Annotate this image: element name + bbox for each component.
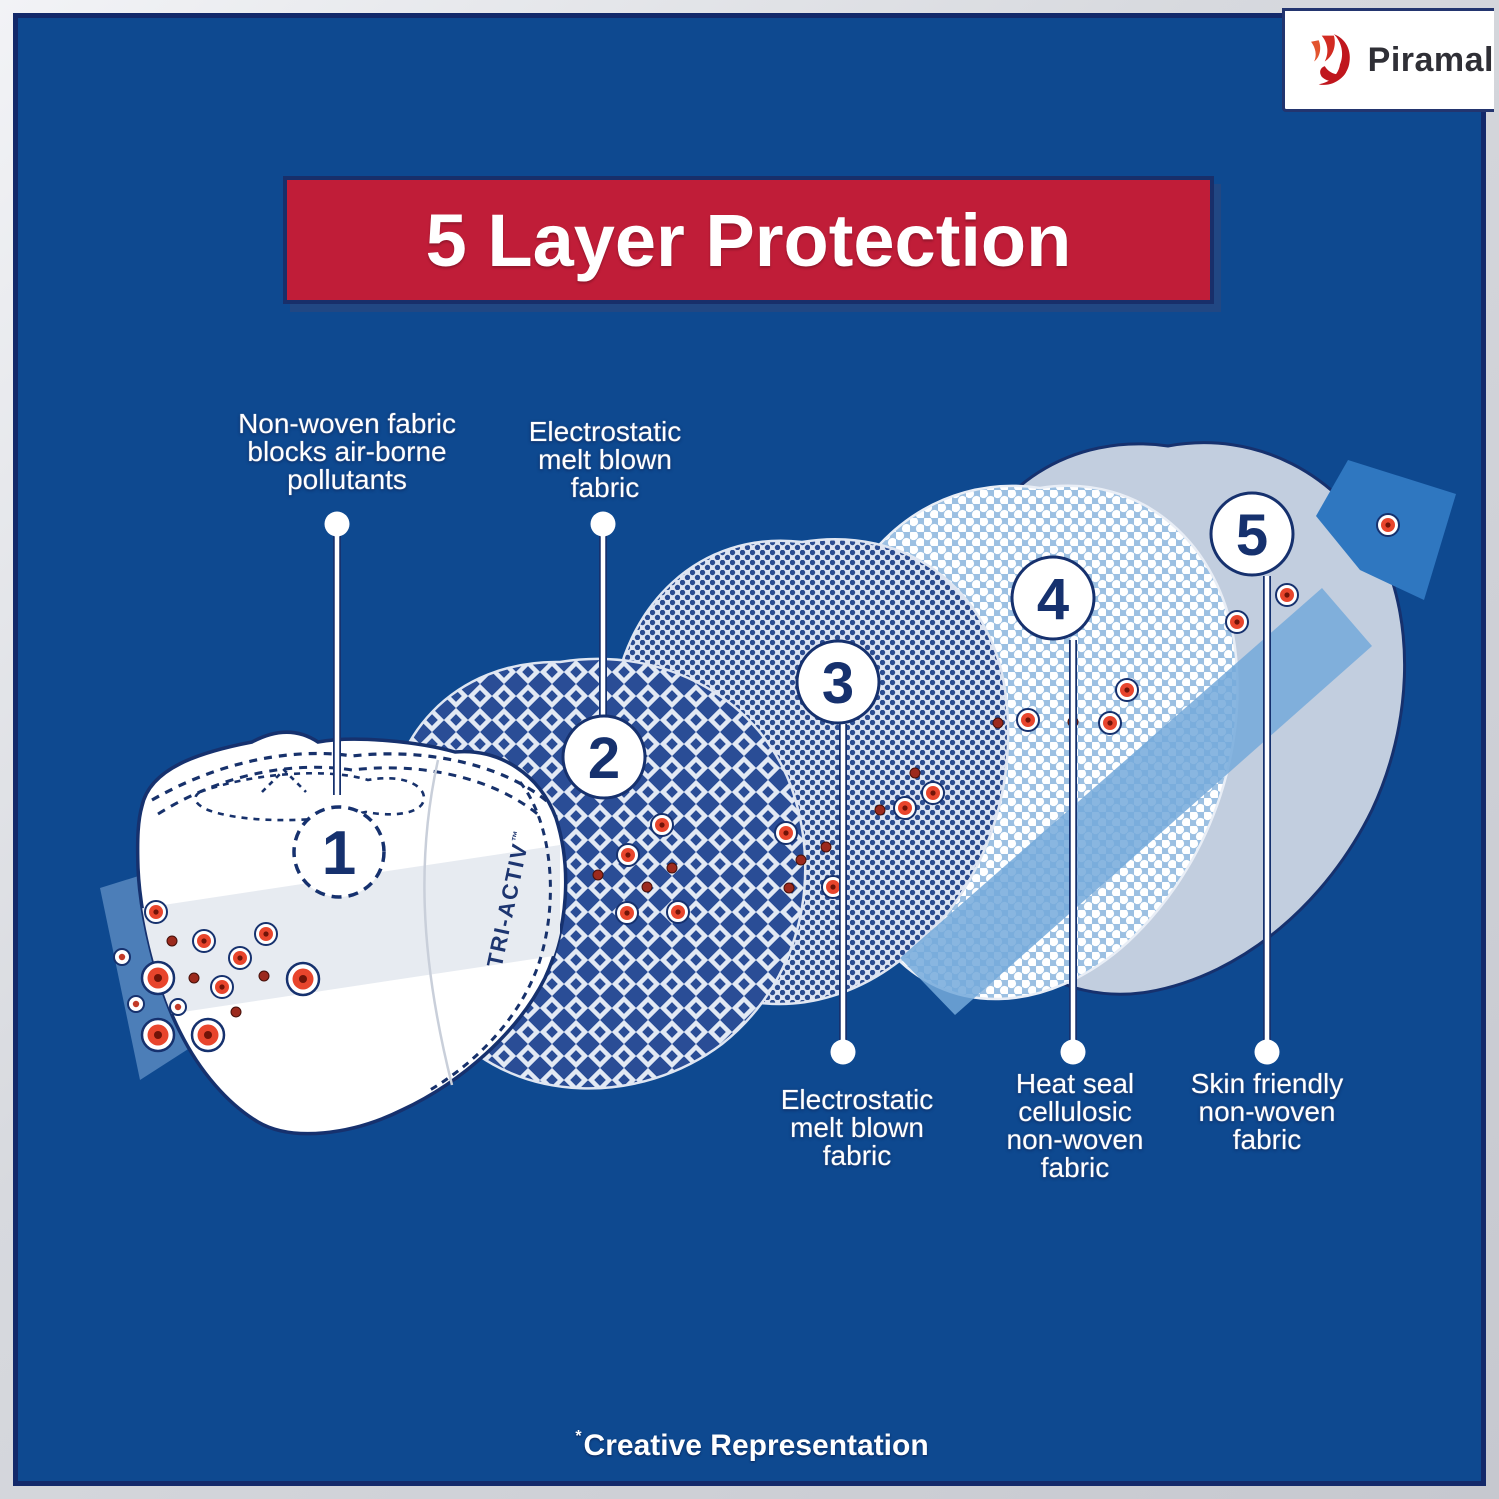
label-line: Non-woven fabric [238, 408, 456, 439]
mask-crease-line [423, 759, 454, 1086]
pollutant-particle [921, 781, 945, 805]
footnote-text: Creative Representation [583, 1429, 929, 1462]
pollutant-particle [616, 843, 640, 867]
pollutant-particle [190, 1017, 226, 1053]
pollutant-particle [1376, 513, 1400, 537]
pollutant-particle [169, 998, 187, 1016]
pollutant-particle [820, 841, 832, 853]
layer-1-mask: TRI-ACTIV™ [135, 730, 568, 1136]
leader-dot-4 [1060, 1039, 1086, 1065]
pollutant-particle [127, 995, 145, 1013]
mask-stitch-loop [194, 771, 426, 822]
label-line: Skin friendly [1190, 1068, 1344, 1099]
svg-text:3: 3 [822, 651, 854, 716]
layer-5-label: Skin friendly non-woven fabric [1191, 1070, 1344, 1154]
label-line: Electrostatic [780, 1084, 934, 1115]
label-line: melt blown [538, 444, 672, 475]
page-title: 5 Layer Protection [425, 198, 1072, 282]
pollutant-particle [893, 796, 917, 820]
pollutant-particle [192, 929, 216, 953]
leader-dot-2 [590, 511, 616, 537]
layer-4-label: Heat seal cellulosic non-woven fabric [1007, 1070, 1144, 1182]
layer-4-number-badge: 4 [1010, 555, 1096, 641]
pollutant-particle [1115, 678, 1139, 702]
pollutant-particle [666, 862, 678, 874]
label-line: blocks air-borne [247, 436, 447, 467]
leader-line-5 [1254, 576, 1280, 1065]
pollutant-particle [140, 1017, 176, 1053]
svg-text:2: 2 [588, 726, 620, 791]
layer-1-label: Non-woven fabric blocks air-borne pollut… [238, 410, 456, 494]
label-line: melt blown [790, 1112, 924, 1143]
mask-stitch-right-edge [429, 781, 552, 1092]
layer-3-label: Electrostatic melt blown fabric [781, 1086, 934, 1170]
pollutant-particle [113, 948, 131, 966]
pollutant-particle [641, 881, 653, 893]
title-banner: 5 Layer Protection [283, 176, 1214, 304]
layer-number-badges: 1 2 3 4 5 [292, 491, 1295, 899]
label-line: fabric [822, 1140, 892, 1171]
label-line: fabric [1232, 1124, 1302, 1155]
pollutant-particle [166, 935, 178, 947]
leader-line-1 [324, 511, 350, 795]
pollutant-particle [874, 804, 886, 816]
leader-lines [324, 511, 1280, 1065]
mask-stitch-chevron [261, 768, 307, 793]
pollutant-particle [188, 972, 200, 984]
label-line: Heat seal [1015, 1068, 1135, 1099]
footnote: *Creative Representation [575, 1428, 928, 1463]
svg-text:1: 1 [322, 819, 356, 888]
pollutant-particle [1225, 610, 1249, 634]
pollutant-particle [592, 869, 604, 881]
brand-name: Piramal [1367, 40, 1494, 79]
pollutant-particle [666, 900, 690, 924]
pollutant-particle [783, 882, 795, 894]
footnote-mark: * [575, 1428, 582, 1445]
pollutant-particle [909, 767, 921, 779]
label-line: pollutants [287, 464, 407, 495]
pollutant-particle [650, 813, 674, 837]
leader-dot-3 [830, 1039, 856, 1065]
pollutant-particle [230, 1006, 242, 1018]
pollutant-particle [254, 922, 278, 946]
pollutant-particle [1016, 708, 1040, 732]
airflow-through-mask-band [137, 845, 560, 1020]
pollutant-particle [140, 960, 176, 996]
pollutant-particle [615, 901, 639, 925]
airflow-arrow-band [900, 588, 1372, 1015]
leader-dot-1 [324, 511, 350, 537]
pollutant-particle [1275, 583, 1299, 607]
layer-1-number-badge: 1 [292, 805, 386, 899]
pollutant-particle [795, 854, 807, 866]
pollutant-particle [228, 946, 252, 970]
layer-3-number-badge: 3 [795, 639, 881, 725]
piramal-flame-icon [1311, 34, 1350, 85]
pollutant-particle [774, 821, 798, 845]
label-line: Electrostatic [528, 416, 682, 447]
layer-5-number-badge: 5 [1209, 491, 1295, 577]
pollutant-particle [1098, 711, 1122, 735]
svg-text:5: 5 [1236, 503, 1268, 568]
pollutant-particle [210, 975, 234, 999]
label-line: non-woven [1006, 1124, 1144, 1155]
svg-text:4: 4 [1037, 567, 1069, 632]
pollutant-particle [144, 900, 168, 924]
brand-logo-card: Piramal [1282, 8, 1494, 112]
layer-2-number-badge: 2 [561, 714, 647, 800]
leader-line-2 [590, 511, 616, 716]
leader-line-4 [1060, 640, 1086, 1065]
pollutant-particle [992, 717, 1004, 729]
pollutant-particle [258, 970, 270, 982]
label-line: non-woven [1198, 1096, 1336, 1127]
pollutant-particle [285, 961, 321, 997]
leader-line-3 [830, 724, 856, 1065]
label-line: fabric [1040, 1152, 1110, 1183]
label-line: cellulosic [1018, 1096, 1132, 1127]
label-line: fabric [570, 472, 640, 503]
layer-2-label: Electrostatic melt blown fabric [529, 418, 682, 502]
leader-dot-5 [1254, 1039, 1280, 1065]
